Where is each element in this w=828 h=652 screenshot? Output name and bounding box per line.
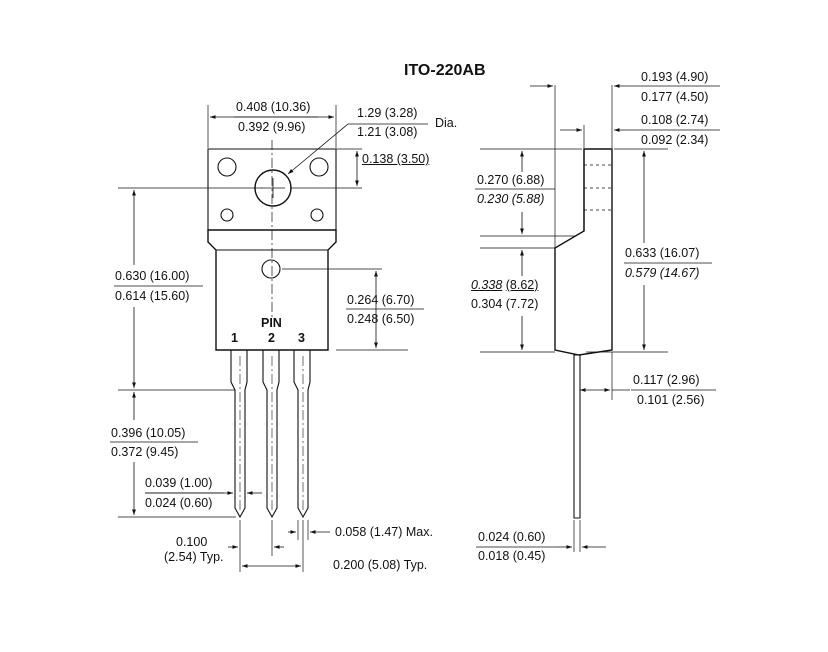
lead-length-max-label: 0.396 (10.05): [111, 426, 186, 440]
pin-number-1: 1: [231, 331, 238, 345]
lead-width-max-label: 0.039 (1.00): [145, 476, 213, 490]
lead-length-min-label: 0.372 (9.45): [111, 445, 179, 459]
pin-header: PIN: [261, 316, 282, 330]
pitch-value-label: 0.100: [176, 535, 208, 549]
lead-1: [231, 350, 247, 517]
corner-hole-br: [311, 209, 323, 221]
body-hole: [262, 260, 280, 278]
tab-thick-min-label: 0.092 (2.34): [641, 133, 709, 147]
hole-dia-suffix: Dia.: [435, 116, 458, 130]
tab-thick-max-label: 0.108 (2.74): [641, 113, 709, 127]
side-view: [480, 84, 668, 552]
lead-2: [263, 350, 279, 517]
lead-thick-min-label: 0.018 (0.45): [478, 549, 546, 563]
total-thick-min-label: 0.177 (4.50): [641, 90, 709, 104]
lead-offset-min-label: 0.101 (2.56): [637, 393, 705, 407]
lower-max-label: 0.338 (8.62): [471, 278, 538, 293]
corner-hole-tl: [218, 158, 236, 176]
corner-hole-tr: [310, 158, 328, 176]
side-profile: [555, 149, 612, 355]
package-body: [208, 230, 336, 350]
upper-max-label: 0.270 (6.88): [477, 173, 545, 187]
hole-dia-min-label: 1.21 (3.08): [357, 125, 418, 139]
width-max-label: 0.408 (10.36): [236, 100, 311, 114]
pin-number-2: 2: [268, 331, 275, 345]
corner-hole-bl: [221, 209, 233, 221]
lower-min-label: 0.304 (7.72): [471, 297, 539, 311]
lead-3: [294, 350, 310, 517]
lead-offset-max-label: 0.117 (2.96): [633, 373, 700, 387]
pitch-unit-label: (2.54) Typ.: [164, 550, 224, 564]
height-max-label: 0.633 (16.07): [625, 246, 700, 260]
width-min-label: 0.392 (9.96): [238, 120, 306, 134]
body-height-max-label: 0.630 (16.00): [115, 269, 190, 283]
lower-max-b: (8.62): [505, 278, 539, 292]
total-thick-max-label: 0.193 (4.90): [641, 70, 709, 84]
lead-max-width-label: 0.058 (1.47) Max.: [335, 525, 433, 539]
lead-width-min-label: 0.024 (0.60): [145, 496, 213, 510]
lower-max-a: 0.338: [471, 278, 503, 292]
hole-offset-label: 0.138 (3.50): [362, 152, 430, 166]
side-lead: [574, 355, 580, 518]
span-label: 0.200 (5.08) Typ.: [333, 558, 428, 572]
pin-number-3: 3: [298, 331, 305, 345]
upper-min-label: 0.230 (5.88): [477, 192, 545, 206]
hole-bottom-min-label: 0.248 (6.50): [347, 312, 415, 326]
package-title: ITO-220AB: [404, 62, 486, 79]
height-min-label: 0.579 (14.67): [625, 266, 700, 280]
lead-thick-max-label: 0.024 (0.60): [478, 530, 546, 544]
hole-bottom-max-label: 0.264 (6.70): [347, 293, 415, 307]
body-height-min-label: 0.614 (15.60): [115, 289, 190, 303]
hole-dia-max-label: 1.29 (3.28): [357, 106, 418, 120]
